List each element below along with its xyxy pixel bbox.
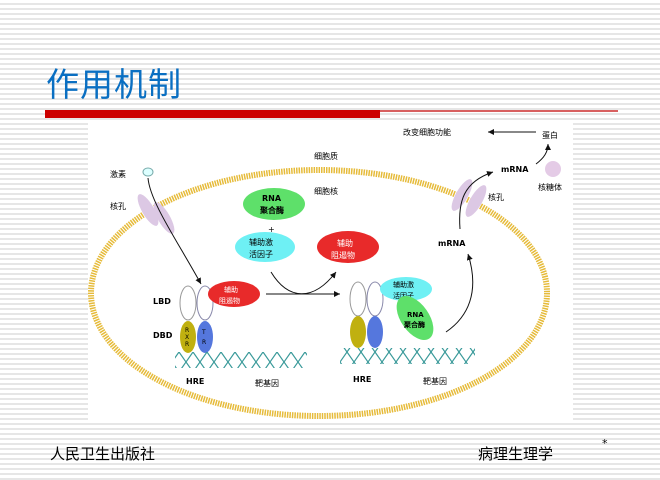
rna-polymerase-top xyxy=(243,188,305,220)
diagram-label: DBD xyxy=(153,331,173,340)
publisher-footer: 人民卫生出版社 xyxy=(50,445,156,463)
pore-left-label: 核孔 xyxy=(110,201,126,211)
hormone-label: 激素 xyxy=(110,169,126,179)
diagram-label: 辅助激 xyxy=(393,280,414,289)
course-footer: 病理生理学 xyxy=(478,445,554,463)
diagram-label: R xyxy=(185,341,189,348)
diagram-label: + xyxy=(268,225,275,234)
coactivator-top xyxy=(235,232,295,262)
corepressor-bound xyxy=(208,281,260,307)
diagram-label: 辅助激 xyxy=(249,237,273,247)
nucleus-label: 细胞核 xyxy=(314,186,338,196)
diagram-label: 改变细胞功能 xyxy=(403,127,451,137)
nuclear-membrane xyxy=(88,167,550,419)
diagram-label: LBD xyxy=(153,297,171,306)
diagram-label: 阻遏物 xyxy=(331,250,355,260)
diagram-label: HRE xyxy=(186,377,204,386)
diagram-label: 聚合酶 xyxy=(259,205,284,215)
diagram-label: RNA xyxy=(262,194,282,203)
diagram-label: 辅助 xyxy=(224,285,238,294)
diagram-label: X xyxy=(185,334,189,341)
diagram-label: 靶基因 xyxy=(423,376,447,386)
diagram-label: 核糖体 xyxy=(538,182,562,192)
diagram-label: RNA xyxy=(407,311,424,319)
diagram-label: R xyxy=(202,339,206,346)
ribosome-icon xyxy=(545,161,561,177)
diagram-label: 阻遏物 xyxy=(219,296,240,305)
diagram-label: T xyxy=(201,329,206,336)
diagram-label: 核孔 xyxy=(488,192,504,202)
diagram-label: R xyxy=(185,327,189,334)
diagram-label: 辅助 xyxy=(337,238,353,248)
nuclear-pore-left-icon xyxy=(137,194,159,226)
diagram-label: HRE xyxy=(353,375,371,384)
diagram-label: 活因子 xyxy=(393,291,414,300)
diagram-label: 活因子 xyxy=(249,249,273,259)
tr-receptor xyxy=(197,321,213,353)
hormone-icon xyxy=(142,167,154,177)
diagram-label: 蛋白 xyxy=(542,130,558,140)
title-underline-line xyxy=(380,110,618,112)
mechanism-diagram: 细胞质 细胞核 激素 核孔 RNA 聚合酶 + 辅助激 活因子 辅助 阻遏物 L… xyxy=(88,122,573,420)
nuclear-pore-right-icon xyxy=(451,179,473,211)
diagram-label: 聚合酶 xyxy=(403,320,425,329)
coactivator-bound xyxy=(380,277,432,301)
rna-polymerase-bound xyxy=(396,296,434,340)
diagram-label: mRNA xyxy=(501,165,529,174)
corepressor-top xyxy=(317,231,379,263)
title-underline-bar xyxy=(45,110,380,118)
diagram-label: mRNA xyxy=(438,239,466,248)
dna-left xyxy=(175,352,307,368)
footer-mark: * xyxy=(602,437,608,450)
diagram-label: 靶基因 xyxy=(255,378,279,388)
dna-right xyxy=(340,348,475,364)
cytoplasm-label: 细胞质 xyxy=(314,151,338,161)
rxr-receptor xyxy=(180,321,196,353)
page-title: 作用机制 xyxy=(46,65,182,104)
